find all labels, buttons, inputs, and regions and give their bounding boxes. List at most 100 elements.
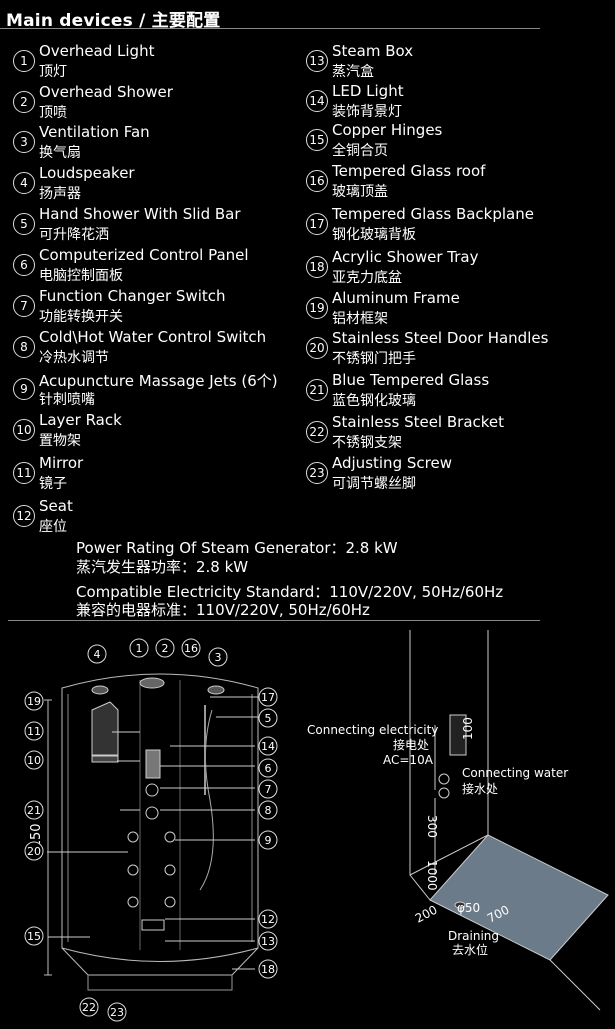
item-number: 23 [306,462,328,484]
item-label-cn: 玻璃顶盖 [332,184,388,200]
callout-circle [258,687,278,707]
item-label-cn: 蒸汽盒 [332,64,374,80]
spec-power-en: Power Rating Of Steam Generator：2.8 kW [76,539,398,557]
section-rule [8,620,540,621]
callout-circle [258,708,278,728]
dim-300: 300 [425,815,439,838]
item-label-cn: 镜子 [39,476,67,492]
callout-circle [208,647,228,667]
item-label-en: Stainless Steel Door Handles [332,329,549,347]
callout-number: 7 [265,783,272,796]
item-label-cn: 顶灯 [39,64,67,80]
item-label-cn: 全铜合页 [332,143,388,159]
draining-cn: 去水位 [452,942,488,957]
callout-number: 23 [110,1006,124,1019]
callout-number: 6 [265,762,272,775]
item-number: 20 [306,337,328,359]
spec-electricity-cn: 兼容的电器标准：110V/220V, 50Hz/60Hz [76,601,370,619]
item-number: 19 [306,297,328,319]
item-number: 2 [13,91,35,113]
item-label-en: Hand Shower With Slid Bar [39,205,241,223]
callout-circle [129,638,149,658]
item-label-cn: 可调节螺丝脚 [332,476,416,492]
item-number: 3 [13,131,35,153]
connect-electricity-en: Connecting electricity [307,723,438,737]
callout-circle [258,830,278,850]
callout-number: 16 [184,642,198,655]
item-label-cn: 不锈钢支架 [332,435,402,451]
item-number: 1 [13,50,35,72]
callout-number: 14 [261,740,275,753]
callout-number: 18 [261,963,275,976]
callout-number: 11 [27,725,41,738]
callout-circle [258,800,278,820]
dim-50: φ50 [457,901,480,915]
item-label-en: Computerized Control Panel [39,246,249,264]
callout-circle [79,997,99,1017]
spec-power-cn: 蒸汽发生器功率：2.8 kW [76,558,249,576]
callout-number: 21 [27,804,41,817]
item-number: 4 [13,172,35,194]
item-number: 16 [306,170,328,192]
callout-number: 19 [27,695,41,708]
item-label-en: Adjusting Screw [332,454,452,472]
callout-circle [258,909,278,929]
callout-number: 9 [265,834,272,847]
callout-circle [258,779,278,799]
item-label-en: Aluminum Frame [332,289,460,307]
item-number: 11 [13,462,35,484]
callout-circle [24,800,44,820]
item-label-cn: 可升降花洒 [39,227,109,243]
dim-1000: 1000 [425,860,439,891]
callout-circle [258,758,278,778]
callout-circle [155,638,175,658]
item-label-en: Function Changer Switch [39,287,226,305]
item-label-cn: 换气扇 [39,145,81,161]
item-label-en: Cold\Hot Water Control Switch [39,328,267,346]
item-label-cn: 冷热水调节 [39,350,109,366]
callout-circle [258,931,278,951]
item-number: 6 [13,254,35,276]
item-number: 14 [306,90,328,112]
item-label-en: Tempered Glass Backplane [332,205,534,223]
item-number: 5 [13,213,35,235]
item-number: 13 [306,50,328,72]
item-label-en: Overhead Light [39,42,155,60]
item-label-en: Seat [39,497,73,515]
item-number: 22 [306,421,328,443]
callout-circle [24,841,44,861]
dim-200: 200 [413,903,440,926]
callout-number: 12 [261,913,275,926]
item-number: 15 [306,129,328,151]
callout-circle [107,1002,127,1022]
item-number: 18 [306,256,328,278]
item-label-cn: 亚克力底盆 [332,270,402,286]
callout-number: 15 [27,930,41,943]
callout-circle [258,959,278,979]
callout-circle [24,691,44,711]
callout-number: 13 [261,935,275,948]
page-title: Main devices / 主要配置 [6,11,221,31]
item-label-en: LED Light [332,82,404,100]
spec-electricity-en: Compatible Electricity Standard：110V/220… [76,583,504,601]
callout-number: 3 [215,651,222,664]
item-number: 21 [306,379,328,401]
callout-number: 8 [265,804,272,817]
item-label-en: Layer Rack [39,411,122,429]
